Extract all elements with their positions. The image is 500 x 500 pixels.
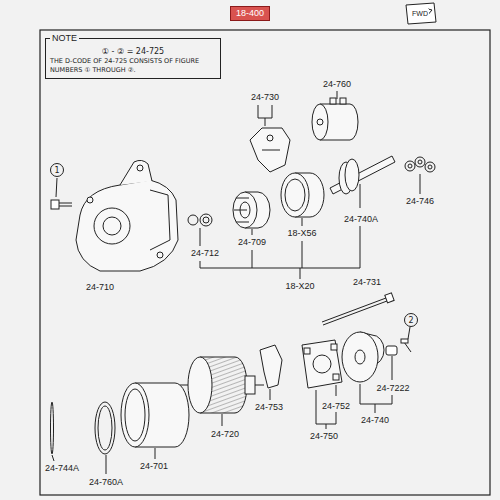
frame xyxy=(40,30,490,495)
part-number: 24-730 xyxy=(250,92,280,102)
ring xyxy=(95,402,115,474)
snap-rings xyxy=(188,214,212,226)
overrunning-clutch xyxy=(281,173,324,217)
part-number: 24-701 xyxy=(139,461,169,471)
part-number: 24-710 xyxy=(85,282,115,292)
part-number: 24-760A xyxy=(88,477,124,487)
note-text: THE D-CODE OF 24-725 CONSISTS OF FIGURE … xyxy=(50,57,216,75)
fwd-icon xyxy=(406,3,436,24)
drive-shaft xyxy=(330,156,395,208)
part-number: 18-X20 xyxy=(284,281,315,291)
bolt xyxy=(51,178,72,209)
callout-circle: 1 xyxy=(50,163,64,177)
thin-washer xyxy=(51,402,55,461)
part-number: 18-X56 xyxy=(286,228,317,238)
part-number: 24-750 xyxy=(309,431,339,441)
part-number: 24-720 xyxy=(210,429,240,439)
part-number: 24-760 xyxy=(322,79,352,89)
direction-mark: FWD xyxy=(411,9,429,19)
group-bracket xyxy=(200,218,360,279)
note-text: ① - ② = 24-725 xyxy=(50,46,216,57)
part-number: 24-709 xyxy=(237,237,267,247)
part-number: 24-740A xyxy=(343,214,379,224)
insulator xyxy=(386,346,397,380)
callout-number: 1 xyxy=(54,166,59,175)
brush-holder xyxy=(302,340,342,429)
part-number: 24-746 xyxy=(405,196,435,206)
small-parts xyxy=(405,157,435,194)
page-reference: 18-400 xyxy=(230,6,270,21)
shift-lever xyxy=(250,105,290,172)
yoke xyxy=(121,383,189,459)
solenoid xyxy=(312,91,358,140)
page-number: 18-400 xyxy=(236,8,264,19)
callout-circle: 2 xyxy=(404,313,418,327)
screw xyxy=(401,327,411,352)
armature xyxy=(180,357,264,426)
brush-plate xyxy=(260,345,282,400)
part-number: 24-712 xyxy=(190,248,220,258)
part-number: 24-752 xyxy=(321,401,351,411)
drive-housing xyxy=(76,160,178,271)
part-number: 24-753 xyxy=(254,402,284,412)
pinion-gear xyxy=(233,192,270,228)
part-number: 24-7222 xyxy=(375,383,410,393)
through-bolt xyxy=(322,293,394,325)
part-number: 24-744A xyxy=(44,463,80,473)
part-number: 24-740 xyxy=(360,415,390,425)
note-heading: NOTE xyxy=(50,33,79,43)
part-number: 24-731 xyxy=(352,277,382,287)
note-box: NOTE① - ② = 24-725THE D-CODE OF 24-725 C… xyxy=(45,38,221,79)
callout-number: 2 xyxy=(408,316,413,325)
